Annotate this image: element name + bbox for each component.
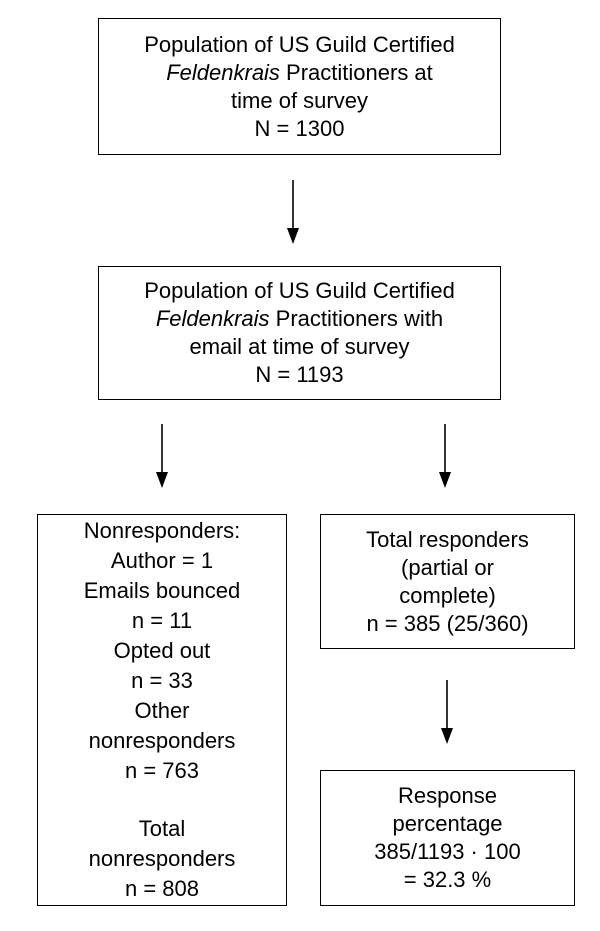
responders-line-2: (partial or [401, 554, 494, 580]
nonresponders-other-count: n = 763 [124, 758, 199, 783]
email-population-count: N = 1193 [255, 362, 344, 387]
arrow-email-to-responders [435, 424, 455, 488]
nonresponders-total-label-1: Total [138, 816, 186, 841]
feldenkrais-italic: Feldenkrais [155, 306, 270, 331]
response-percentage-formula: 385/1193 · 100 [374, 839, 521, 864]
nonresponders-other-label-2: nonresponders [88, 728, 236, 753]
email-population-line-2: Feldenkrais Practitioners with [156, 305, 443, 333]
feldenkrais-italic: Feldenkrais [166, 59, 280, 85]
population-count: N = 1300 [254, 115, 345, 141]
email-population-box: Population of US Guild Certified Feldenk… [98, 266, 501, 400]
nonresponders-box: Nonresponders: Author = 1 Emails bounced… [37, 514, 287, 906]
population-box: Population of US Guild Certified Feldenk… [98, 18, 501, 155]
email-population-line-2-rest: Practitioners with [269, 306, 444, 331]
population-line-2: Feldenkrais Practitioners at [166, 59, 433, 87]
arrow-population-to-email [283, 180, 303, 244]
arrow-responders-to-percentage [437, 680, 457, 744]
nonresponders-total-count: n = 808 [124, 876, 199, 901]
response-percentage-box: Response percentage 385/1193 · 100 = 32.… [320, 770, 575, 906]
nonresponders-heading: Nonresponders: [83, 518, 241, 543]
responders-box: Total responders (partial or complete) n… [320, 514, 575, 649]
population-line-1: Population of US Guild Certified [144, 31, 455, 57]
response-percentage-line-2: percentage [392, 811, 503, 836]
response-percentage-line-1: Response [397, 783, 498, 808]
nonresponders-bounced-count: n = 11 [131, 608, 193, 633]
nonresponders-author: Author = 1 [110, 548, 214, 573]
responders-line-1: Total responders [366, 526, 529, 552]
population-line-2-rest: Practitioners at [279, 59, 433, 85]
nonresponders-other-label-1: Other [134, 698, 190, 723]
responders-line-3: complete) [399, 582, 496, 608]
nonresponders-opted-count: n = 33 [131, 668, 193, 693]
arrow-email-to-nonresponders [152, 424, 172, 488]
email-population-line-3: email at time of survey [189, 334, 410, 359]
email-population-line-1: Population of US Guild Certified [144, 278, 455, 303]
nonresponders-opted-label: Opted out [113, 638, 211, 663]
response-percentage-result: = 32.3 % [403, 867, 492, 892]
nonresponders-bounced-label: Emails bounced [83, 578, 241, 603]
nonresponders-total-label-2: nonresponders [88, 846, 236, 871]
population-line-3: time of survey [231, 87, 368, 113]
responders-count: n = 385 (25/360) [366, 610, 529, 636]
